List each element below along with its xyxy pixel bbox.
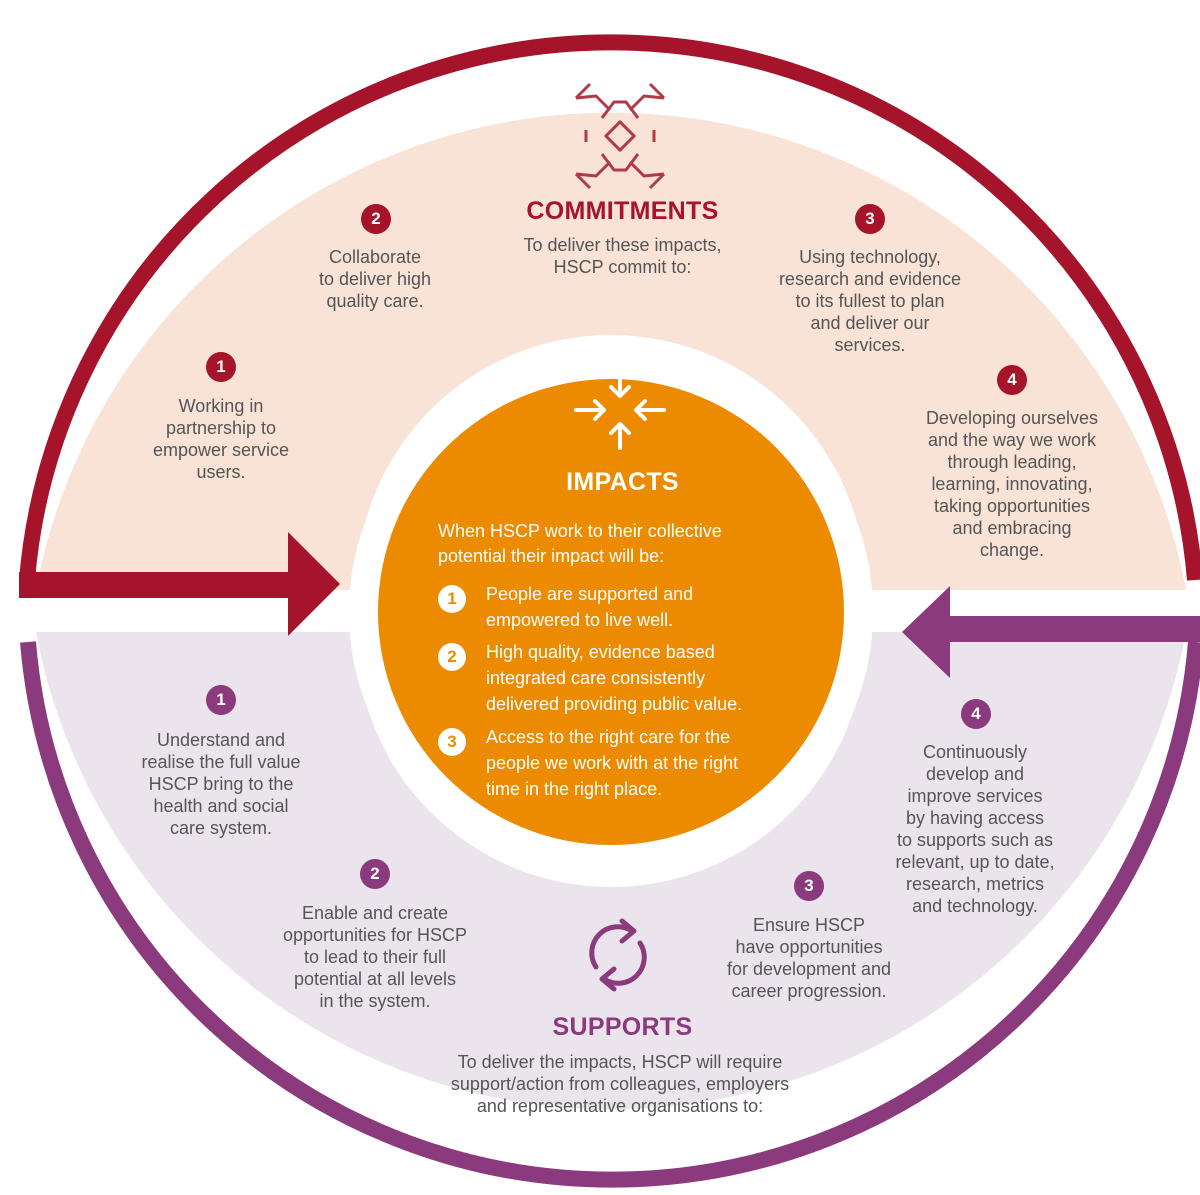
impacts-intro: When HSCP work to their collective poten… [438,521,722,566]
impact-3-text: Access to the right care for the people … [486,727,739,799]
cycle-arrows-icon [589,918,647,992]
support-1-text: Understand and realise the full value HS… [141,730,301,838]
commitment-3-text: Using technology, research and evidence … [778,247,962,355]
supports-intro: To deliver the impacts, HSCP will requir… [450,1052,790,1116]
commitment-1-text: Working in partnership to empower servic… [152,396,290,482]
support-4-text: Continuously develop and improve service… [895,742,1055,916]
commitments-title: COMMITMENTS [526,197,719,225]
commitment-1-badge: 1 [206,352,236,382]
supports-ring [20,641,1200,1188]
commitment-3-badge: 3 [855,204,885,234]
commitments-arrow [19,532,340,636]
commitment-2-text: Collaborate to deliver high quality care… [318,247,432,311]
support-2-text: Enable and create opportunities for HSCP… [282,903,468,1011]
commitment-4-text: Developing ourselves and the way we work… [925,408,1099,560]
impacts-title: IMPACTS [566,468,679,496]
impact-2-text: High quality, evidence based integrated … [486,642,743,714]
converging-arrows-icon [574,370,666,450]
supports-title: SUPPORTS [552,1013,693,1041]
supports-band [36,632,1186,1110]
impact-1-text: People are supported and empowered to li… [486,584,694,630]
support-3-text: Ensure HSCP have opportunities for devel… [726,915,892,1001]
hands-together-icon [574,82,666,190]
support-2-badge: 2 [360,859,390,889]
commitments-band [36,112,1186,590]
supports-arrow [902,586,1200,678]
impact-3-badge: 3 [438,728,466,756]
support-1-badge: 1 [206,685,236,715]
commitments-ring [19,34,1200,581]
impact-2-badge: 2 [438,643,466,671]
support-4-badge: 4 [961,699,991,729]
support-3-badge: 3 [794,871,824,901]
impact-1-badge: 1 [438,585,466,613]
commitment-4-badge: 4 [997,365,1027,395]
commitment-2-badge: 2 [361,204,391,234]
impacts-circle [378,379,844,845]
commitments-intro: To deliver these impacts, HSCP commit to… [523,235,722,277]
